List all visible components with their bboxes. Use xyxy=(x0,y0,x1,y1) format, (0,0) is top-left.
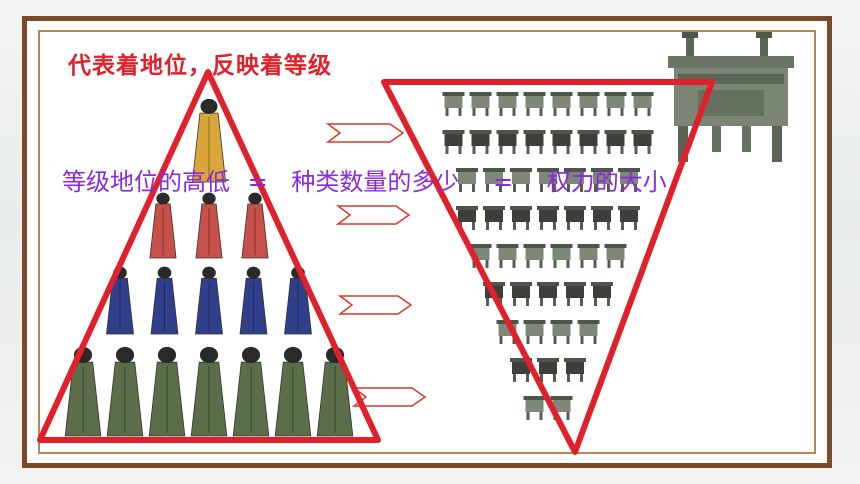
ding-vessel-icon xyxy=(537,282,559,306)
ding-vessel-icon xyxy=(550,92,573,116)
ding-vessel-icon xyxy=(604,244,627,268)
ding-vessel-icon xyxy=(442,92,465,116)
formula-rank-text: 等级地位的高低 xyxy=(62,168,230,196)
figure-person-row-3 xyxy=(195,266,223,335)
ding-vessel-icon xyxy=(496,244,519,268)
formula-power-text: 权力的大小 xyxy=(546,168,667,196)
ding-vessel-icon xyxy=(564,282,586,306)
ding-vessel-icon xyxy=(577,92,600,116)
ding-vessel-icon xyxy=(537,358,559,382)
hierarchy-pyramid-outline xyxy=(37,69,381,443)
arrow-icon-row-4 xyxy=(351,387,427,407)
ding-vessel-icon xyxy=(564,168,586,192)
arrow-icon-row-2 xyxy=(335,205,411,225)
figure-person-row-4 xyxy=(274,346,312,437)
figure-person-row-4 xyxy=(316,346,354,437)
ding-vessel-icon xyxy=(604,130,627,154)
ding-vessel-icon xyxy=(456,168,478,192)
ding-vessel-icon xyxy=(550,244,573,268)
figure-person-row-3 xyxy=(239,266,268,335)
ding-vessel-icon xyxy=(510,282,532,306)
ding-vessel-icon xyxy=(537,168,559,192)
ding-vessel-icon xyxy=(469,92,492,116)
figure-person-row-4 xyxy=(232,346,270,437)
ding-vessel-icon xyxy=(510,168,532,192)
ding-vessel-icon xyxy=(442,130,465,154)
ding-vessel-icon xyxy=(510,358,532,382)
ding-vessel-icon xyxy=(618,168,640,192)
ding-vessel-icon xyxy=(523,320,546,344)
ding-vessel-icon xyxy=(631,92,654,116)
figure-person-row-3 xyxy=(284,266,312,335)
figure-person-row-4 xyxy=(64,346,102,437)
ding-vessel-icon xyxy=(577,244,600,268)
ding-vessel-icon xyxy=(496,130,519,154)
ding-vessel-icon xyxy=(631,130,654,154)
ding-vessel-icon xyxy=(591,206,613,230)
bronze-ding-vessel-image xyxy=(668,32,794,162)
ding-vessel-icon xyxy=(523,130,546,154)
figure-person-row-4 xyxy=(106,346,144,437)
ding-inverted-pyramid-outline xyxy=(381,79,715,455)
ding-vessel-icon xyxy=(577,320,600,344)
ding-vessel-icon xyxy=(523,92,546,116)
figure-person-row-1 xyxy=(191,98,227,183)
figure-person-row-3 xyxy=(106,266,134,335)
ding-vessel-icon xyxy=(577,130,600,154)
ding-vessel-icon xyxy=(523,396,546,420)
ding-vessel-icon xyxy=(564,206,586,230)
formula-types-text: 种类数量的多少 xyxy=(291,168,460,196)
figure-pyramid-group xyxy=(64,98,354,437)
figure-person-row-2 xyxy=(149,192,177,259)
ding-vessel-icon xyxy=(591,168,613,192)
figure-person-row-4 xyxy=(190,346,228,437)
ding-vessel-icon xyxy=(537,206,559,230)
formula-equals-2: = xyxy=(493,168,514,196)
ding-vessel-icon xyxy=(523,244,546,268)
ding-vessel-icon xyxy=(564,358,586,382)
ding-vessel-icon xyxy=(496,92,519,116)
figure-person-row-2 xyxy=(195,192,223,259)
ding-vessel-icon xyxy=(483,206,505,230)
ding-vessel-icon xyxy=(483,168,505,192)
ding-vessel-icon xyxy=(550,320,573,344)
arrow-icon-row-3 xyxy=(337,295,413,315)
figure-person-row-4 xyxy=(148,346,186,437)
ding-vessel-icon xyxy=(469,130,492,154)
formula-equals-1: = xyxy=(247,168,268,196)
ding-vessel-icon xyxy=(604,92,627,116)
ding-vessel-icon xyxy=(618,206,640,230)
ding-vessel-icon xyxy=(510,206,532,230)
slide-title: 代表着地位，反映着等级 xyxy=(68,53,332,79)
ding-pyramid-group xyxy=(442,92,654,420)
ding-vessel-icon xyxy=(591,282,613,306)
ding-vessel-icon xyxy=(550,130,573,154)
figure-person-row-2 xyxy=(241,192,269,259)
arrow-icon-row-1 xyxy=(325,123,405,143)
figure-person-row-3 xyxy=(150,266,179,335)
formula-line: 等级地位的高低 = 种类数量的多少 = 权力的大小 xyxy=(62,162,667,197)
